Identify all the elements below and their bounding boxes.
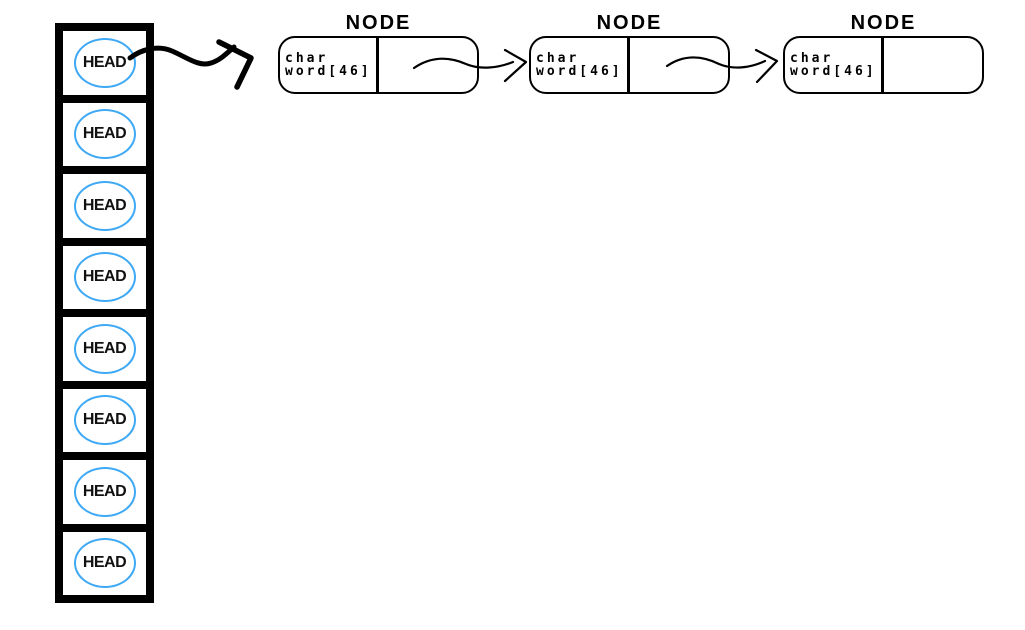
- node-3-data-field: char word[46]: [785, 38, 884, 92]
- head-array-cell: HEAD: [63, 317, 146, 381]
- node-2: NODE char word[46]: [529, 12, 730, 94]
- head-label: HEAD: [82, 411, 127, 429]
- node1-to-node2-arrowhead: [503, 48, 528, 83]
- node-3-pointer-field: [884, 38, 983, 92]
- node-2-data-field: char word[46]: [531, 38, 630, 92]
- head-pointer-ellipse: HEAD: [73, 538, 136, 589]
- head-array-cell: HEAD: [63, 31, 146, 95]
- head-pointer-ellipse: HEAD: [73, 395, 136, 446]
- head-array-cell: HEAD: [63, 460, 146, 524]
- head-label: HEAD: [82, 482, 127, 500]
- head-label: HEAD: [82, 196, 127, 214]
- node2-to-node3-arrowhead: [754, 48, 779, 84]
- head-pointer-ellipse: HEAD: [73, 466, 136, 517]
- node-1-field-type: char: [285, 51, 329, 66]
- head-pointer-ellipse: HEAD: [73, 180, 136, 231]
- node-3-field-name: word[46]: [790, 64, 877, 79]
- node-2-field-name: word[46]: [536, 64, 623, 79]
- node-3: NODE char word[46]: [783, 12, 984, 94]
- head-array-cell: HEAD: [63, 531, 146, 595]
- head-label: HEAD: [82, 268, 127, 286]
- head-pointer-ellipse: HEAD: [73, 109, 136, 160]
- head-array-cell: HEAD: [63, 245, 146, 309]
- node-1-field-name: word[46]: [285, 64, 372, 79]
- head-array-cell: HEAD: [63, 174, 146, 238]
- head-to-node1-arrowhead: [216, 39, 254, 90]
- node-2-field-type: char: [536, 51, 580, 66]
- node-3-title: NODE: [850, 12, 917, 34]
- head-label: HEAD: [82, 125, 127, 143]
- node-1-title: NODE: [345, 12, 412, 34]
- node-1: NODE char word[46]: [278, 12, 479, 94]
- head-pointer-ellipse: HEAD: [73, 323, 136, 374]
- node-1-data-field: char word[46]: [280, 38, 379, 92]
- head-label: HEAD: [82, 53, 127, 71]
- head-label: HEAD: [82, 339, 127, 357]
- node-3-field-type: char: [790, 51, 834, 66]
- node-2-title: NODE: [596, 12, 663, 34]
- head-array-cell: HEAD: [63, 102, 146, 166]
- head-label: HEAD: [82, 554, 127, 572]
- node-2-pointer-field: [630, 38, 729, 92]
- node-1-pointer-field: [379, 38, 478, 92]
- head-pointer-ellipse: HEAD: [73, 37, 136, 88]
- head-pointer-ellipse: HEAD: [73, 252, 136, 303]
- head-array: HEAD HEAD HEAD HEAD HEAD: [55, 23, 154, 603]
- head-array-cell: HEAD: [63, 388, 146, 452]
